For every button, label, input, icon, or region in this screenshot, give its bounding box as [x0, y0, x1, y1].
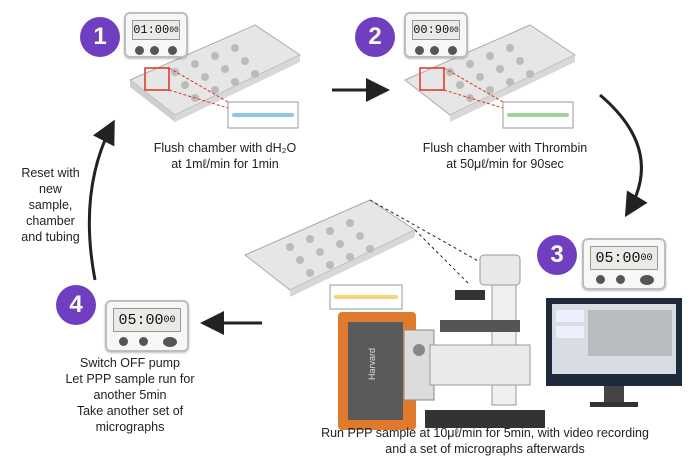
arrow-4-to-1: [87, 119, 115, 281]
pump-brand-text: Harvard: [367, 348, 377, 380]
reset-line-2: new: [39, 182, 62, 196]
chamber-slide-3: [244, 199, 417, 297]
step-1-line-1: Flush chamber with dH₂O: [153, 141, 297, 155]
reset-line-5: and tubing: [21, 230, 80, 244]
microscope: [425, 254, 545, 428]
step-3-line-2: and a set of micrographs afterwards: [385, 442, 585, 456]
timer-2-suffix: 00: [449, 25, 459, 35]
timer-2-value: 00:90: [413, 23, 450, 37]
timer-3-value: 05:00: [595, 249, 641, 267]
step-4-line-1: Switch OFF pump: [79, 356, 181, 370]
step-2-badge: 2: [355, 17, 395, 57]
reset-line-3: sample,: [28, 198, 73, 212]
reset-description: Reset with new sample, chamber and tubin…: [8, 165, 93, 245]
step-3-line-1: Run PPP sample at 10μℓ/min for 5min, wit…: [321, 426, 649, 440]
step-1-description: Flush chamber with dH₂O at 1mℓ/min for 1…: [125, 140, 325, 172]
step-4-line-3: another 5min: [93, 388, 167, 402]
timer-3-suffix: 00: [640, 252, 653, 264]
step-2-description: Flush chamber with Thrombin at 50μℓ/min …: [400, 140, 610, 172]
timer-1-value: 01:00: [133, 23, 170, 37]
step-2-line-2: at 50μℓ/min for 90sec: [446, 157, 564, 171]
reset-line-1: Reset with: [21, 166, 80, 180]
step-4-line-5: micrographs: [95, 420, 165, 434]
timer-1-suffix: 00: [169, 25, 179, 35]
chamber-slide-2: [404, 24, 577, 122]
timer-4-value: 05:00: [118, 311, 164, 329]
reset-line-4: chamber: [26, 214, 75, 228]
step-3-badge: 3: [537, 235, 577, 275]
chamber-slide-1: [129, 24, 302, 122]
step-1-line-2: at 1mℓ/min for 1min: [171, 157, 279, 171]
monitor: [546, 298, 682, 407]
step-2-line-1: Flush chamber with Thrombin: [422, 141, 588, 155]
step-4-description: Switch OFF pump Let PPP sample run for a…: [50, 355, 210, 435]
timer-4-suffix: 00: [163, 314, 176, 326]
step-4-line-2: Let PPP sample run for: [65, 372, 195, 386]
syringe-pump: Harvard: [338, 312, 435, 430]
step-3-description: Run PPP sample at 10μℓ/min for 5min, wit…: [280, 425, 690, 457]
arrow-2-to-3: [599, 93, 648, 218]
step-4-line-4: Take another set of: [76, 404, 184, 418]
step-4-badge: 4: [56, 285, 96, 325]
step-1-badge: 1: [80, 17, 120, 57]
